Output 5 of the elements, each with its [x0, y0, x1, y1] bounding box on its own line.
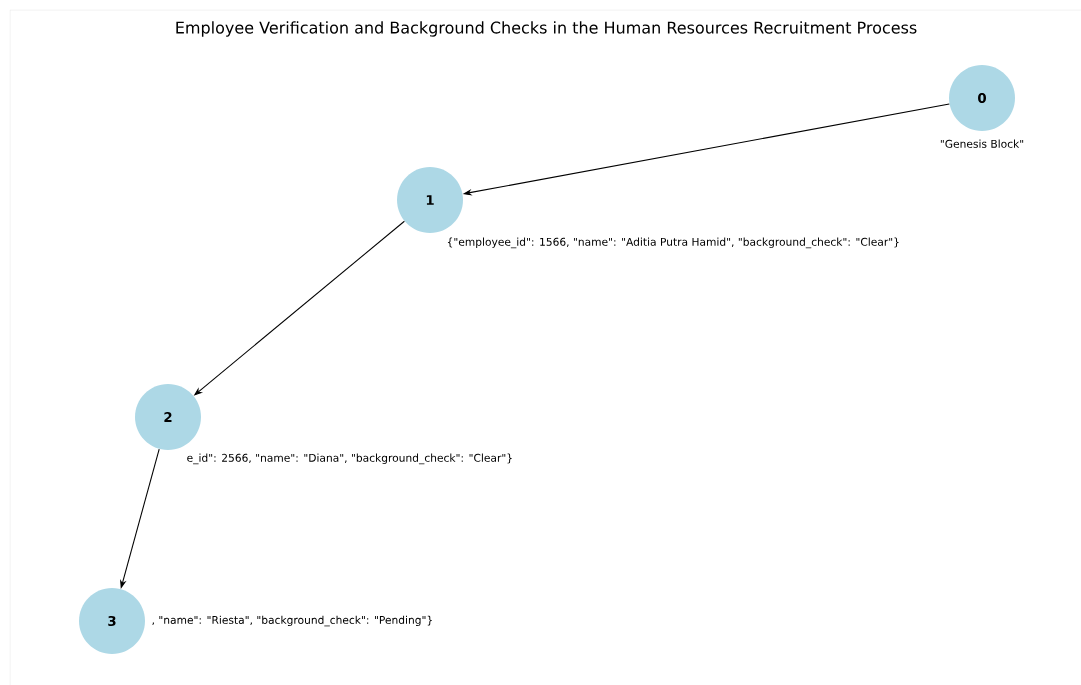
node-label: {"employee_id": 1566, "name": "Aditia Putra Hamid", "background_check": "Clear"}	[447, 237, 899, 249]
title: Employee Verification and Background Checks in the Human Resources Recruitment Process	[176, 21, 917, 37]
node-label: , "name": "Riesta", "background_check": "Pending"}	[152, 615, 432, 627]
node-label: e_id": 2566, "name": "Diana", "background_check": "Clear"}	[187, 453, 512, 465]
node-label: "Genesis Block"	[940, 139, 1024, 148]
